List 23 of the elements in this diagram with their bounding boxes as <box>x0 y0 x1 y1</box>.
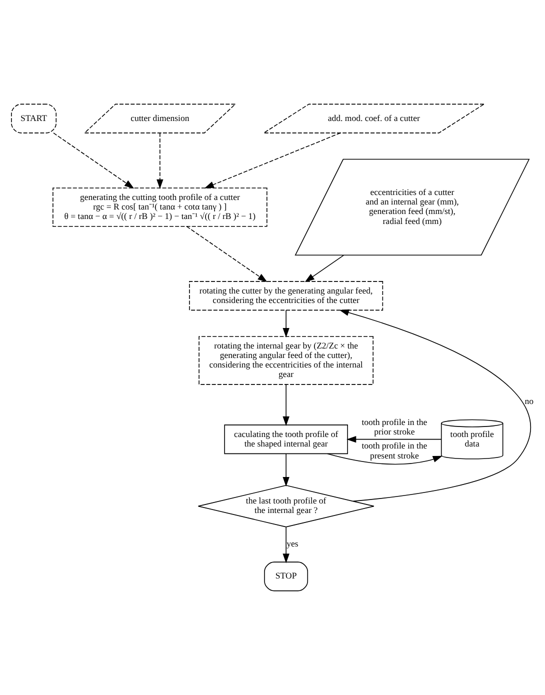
arrow <box>53 132 134 189</box>
arrow <box>282 526 290 564</box>
arrow <box>282 454 290 487</box>
node-box: generating the cutting tooth profile of a cutter rgc = R cos[ tan⁻¹( tanα + cotα tanγ ) ] θ = tanα − α = √(( r / rB )² − 1) − tan⁻¹ √(( r / rB )² − 1) <box>52 188 268 227</box>
edge-label: no <box>524 396 534 406</box>
node-box: caculating the tooth profile of the shaped internal gear <box>224 424 348 454</box>
node-box: START <box>11 104 57 134</box>
edge-label: tooth profile in the present stroke <box>362 440 428 460</box>
arrow <box>346 436 442 443</box>
edge-label: yes <box>286 538 298 549</box>
arrow <box>282 310 290 338</box>
node-box: rotating the internal gear by (Z2/Zc × the generating angular feed of the cutter), considering the eccentricities of the internal gear <box>198 336 374 385</box>
arrow <box>156 132 164 189</box>
edge-label: tooth profile in the prior stroke <box>362 416 428 436</box>
node-box: rotating the cutter by the generating angular feed, considering the eccentricities of the cutter <box>189 281 384 311</box>
node-box: STOP <box>264 562 308 592</box>
arrow <box>186 226 268 282</box>
arrow <box>339 309 532 502</box>
arrow <box>327 453 442 465</box>
arrow <box>282 384 290 426</box>
arrow <box>204 132 341 188</box>
node-diamond: the last tooth profile of the internal gear ? <box>198 485 374 528</box>
arrow <box>304 254 344 282</box>
